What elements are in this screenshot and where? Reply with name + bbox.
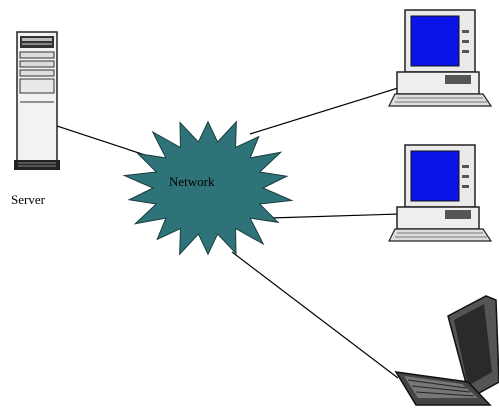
desktop-computer-icon	[388, 9, 493, 107]
desktop-computer-icon	[388, 144, 493, 242]
server-label: Server	[11, 192, 46, 207]
server-icon	[14, 31, 60, 170]
link-network-laptop	[231, 251, 399, 379]
network-cloud	[122, 120, 294, 256]
network-label: Network	[169, 174, 215, 189]
link-network-desktop-2	[269, 213, 401, 219]
link-network-desktop-1	[249, 87, 399, 135]
connection-lines	[56, 87, 401, 379]
laptop-icon	[394, 295, 499, 406]
link-server-network	[56, 125, 149, 157]
